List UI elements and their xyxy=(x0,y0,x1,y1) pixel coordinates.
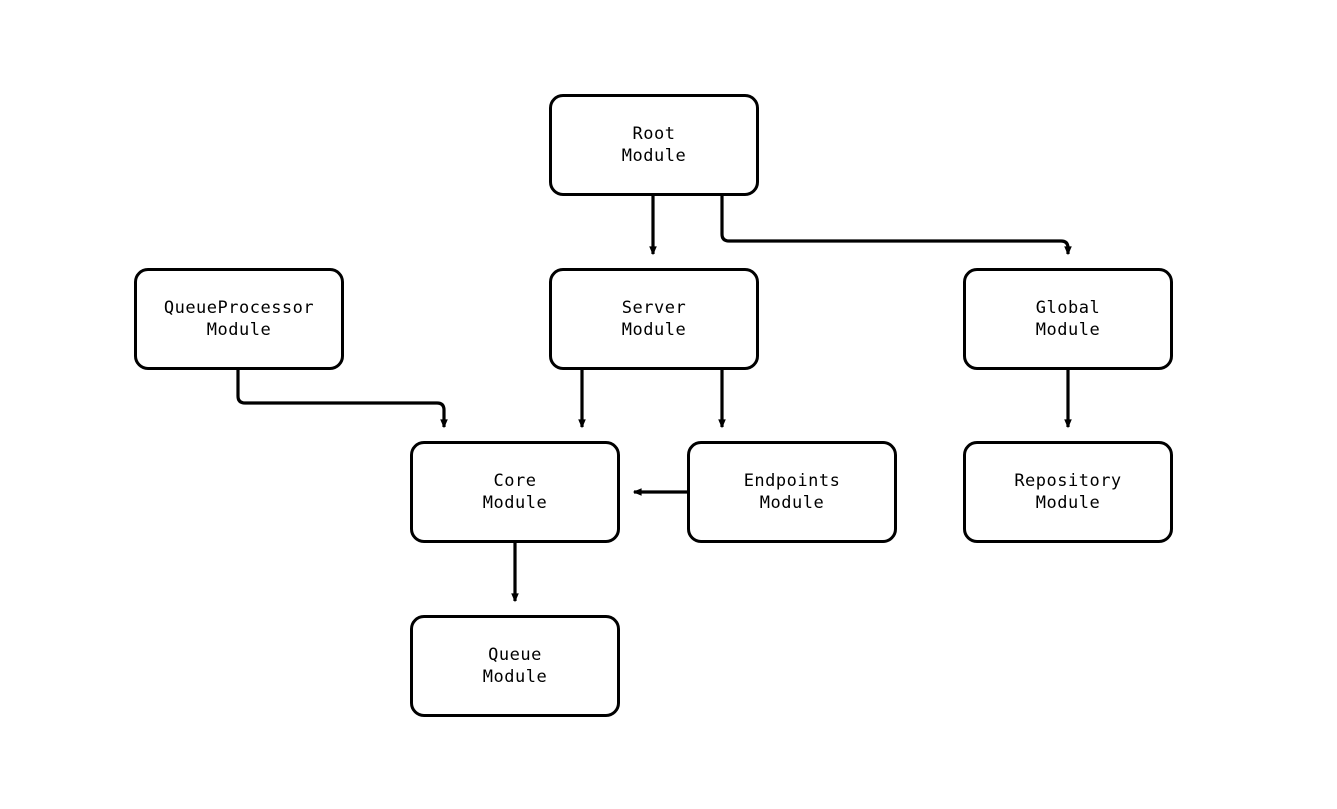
node-queueprocessor-module-title: QueueProcessor xyxy=(163,298,315,318)
node-server-module-title: Server xyxy=(621,298,687,318)
node-root-module-title: Root xyxy=(632,124,676,144)
node-queueprocessor-module-suffix: Module xyxy=(206,320,272,340)
edge-root-to-global xyxy=(720,196,1072,256)
node-core-module-suffix: Module xyxy=(482,493,548,513)
node-repository-module-suffix: Module xyxy=(1035,493,1101,513)
node-queue-module-title: Queue xyxy=(488,645,542,665)
node-repository-module-title: Repository xyxy=(1014,471,1122,491)
node-root-module[interactable]: Root Module xyxy=(549,94,759,196)
edge-queueprocessor-to-core xyxy=(236,370,448,429)
node-queue-module[interactable]: Queue Module xyxy=(410,615,620,717)
node-core-module[interactable]: Core Module xyxy=(410,441,620,543)
node-global-module-title: Global xyxy=(1035,298,1101,318)
node-root-module-suffix: Module xyxy=(621,146,687,166)
node-repository-module[interactable]: Repository Module xyxy=(963,441,1173,543)
node-endpoints-module-title: Endpoints xyxy=(743,471,841,491)
node-queueprocessor-module[interactable]: QueueProcessor Module xyxy=(134,268,344,370)
node-endpoints-module[interactable]: Endpoints Module xyxy=(687,441,897,543)
node-endpoints-module-suffix: Module xyxy=(759,493,825,513)
node-core-module-title: Core xyxy=(493,471,537,491)
node-server-module-suffix: Module xyxy=(621,320,687,340)
node-server-module[interactable]: Server Module xyxy=(549,268,759,370)
node-global-module-suffix: Module xyxy=(1035,320,1101,340)
node-queue-module-suffix: Module xyxy=(482,667,548,687)
node-global-module[interactable]: Global Module xyxy=(963,268,1173,370)
